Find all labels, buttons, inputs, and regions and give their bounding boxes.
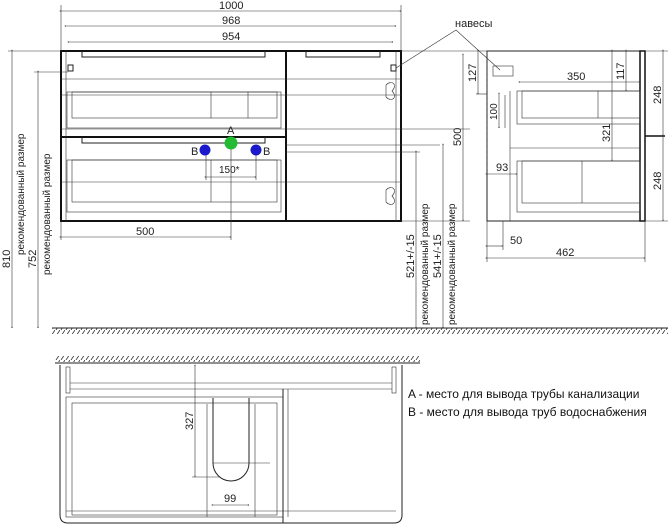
- side-view: 248 248 117 321 350 100 93 50 462: [485, 49, 668, 262]
- label-a: A: [227, 125, 235, 137]
- dim-752: 752: [27, 250, 39, 268]
- dim-50: 50: [510, 235, 522, 247]
- front-view: A B B 1000 968 954 500 150* 810 рекоменд…: [1, 0, 501, 328]
- dim-810: 810: [1, 250, 13, 268]
- dim-462: 462: [556, 247, 574, 259]
- rec-label-541: рекомендованный размер: [447, 203, 458, 325]
- label-b-right: B: [263, 146, 270, 158]
- dim-350: 350: [567, 71, 585, 83]
- label-b-left: B: [191, 146, 198, 158]
- dim-321: 321: [601, 124, 613, 142]
- dim-117: 117: [615, 62, 627, 80]
- rec-label-810: рекомендованный размер: [16, 133, 27, 255]
- dim-1000: 1000: [219, 0, 243, 12]
- rec-label-521: рекомендованный размер: [420, 203, 431, 325]
- dim-100: 100: [489, 103, 500, 120]
- dim-150: 150*: [219, 165, 240, 176]
- dim-127: 127: [467, 64, 479, 82]
- legend-a: A - место для вывода трубы канализации: [408, 387, 639, 401]
- dim-248-top: 248: [652, 86, 664, 104]
- water-point-b-left: [199, 144, 211, 156]
- dim-541: 541+/-15: [432, 234, 444, 278]
- dim-500-bottom: 500: [136, 226, 154, 238]
- dim-93: 93: [496, 162, 508, 174]
- wall-hatch: [55, 356, 420, 362]
- dim-99: 99: [224, 493, 236, 505]
- hinges-label: навесы: [455, 18, 493, 30]
- dim-521: 521+/-15: [405, 234, 417, 278]
- dim-500-right: 500: [452, 128, 464, 146]
- dim-248-bottom: 248: [652, 172, 664, 190]
- legend-b: B - место для вывода труб водоснабжения: [408, 405, 647, 419]
- plan-view: 327 99: [55, 356, 420, 524]
- water-point-b-right: [250, 144, 262, 156]
- dim-968: 968: [222, 15, 240, 27]
- rec-label-752: рекомендованный размер: [42, 153, 53, 275]
- floor-hatch: [52, 328, 668, 334]
- dim-327: 327: [184, 412, 196, 430]
- dim-954: 954: [222, 31, 240, 43]
- drain-point-a: [224, 136, 238, 150]
